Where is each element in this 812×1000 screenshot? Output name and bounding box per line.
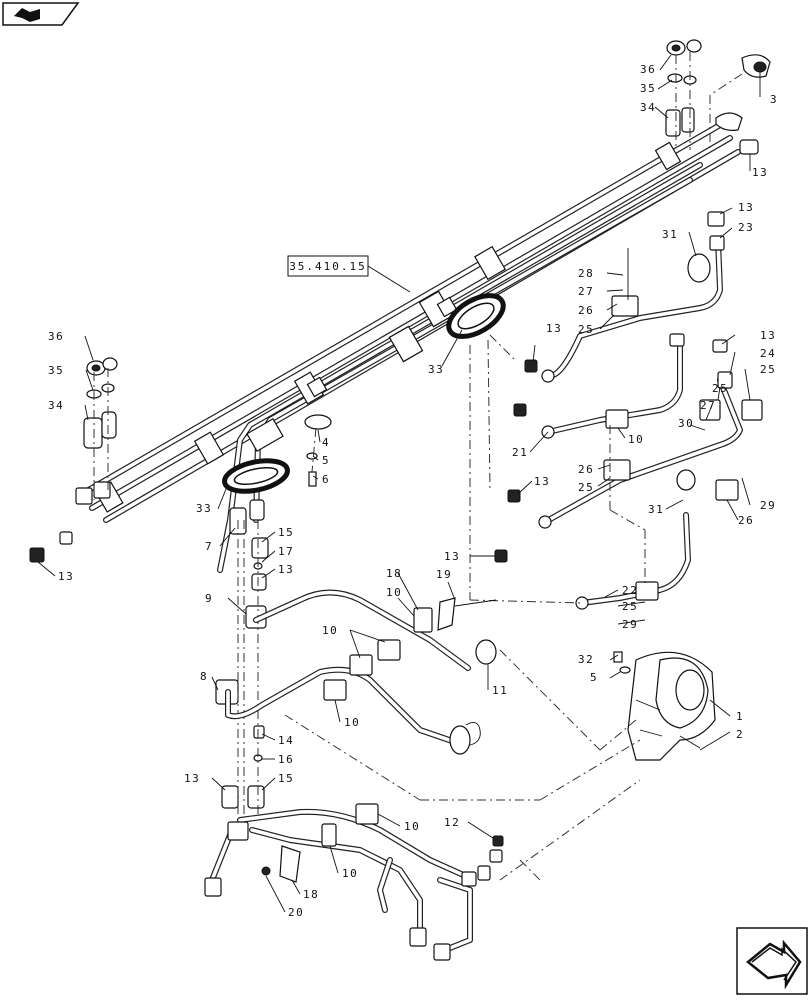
callout-10: 10	[322, 624, 338, 637]
right-fittings	[494, 211, 763, 610]
bundle-clamps	[94, 141, 682, 513]
washer-bolt	[304, 414, 332, 487]
callout-25: 25	[622, 600, 638, 613]
leader-lines	[37, 54, 761, 913]
callout-34: 34	[640, 101, 656, 114]
callout-36: 36	[640, 63, 656, 76]
callout-10: 10	[344, 716, 360, 729]
callout-5: 5	[590, 671, 598, 684]
callout-36: 36	[48, 330, 64, 343]
callout-2: 2	[736, 728, 744, 741]
callout-11: 11	[492, 684, 508, 697]
callout-10: 10	[628, 433, 644, 446]
callout-12: 12	[444, 816, 460, 829]
callout-35: 35	[48, 364, 64, 377]
callout-30: 30	[678, 417, 694, 430]
callout-13: 13	[546, 322, 562, 335]
callout-35: 35	[640, 82, 656, 95]
callout-13: 13	[534, 475, 550, 488]
callout-33: 33	[196, 502, 212, 515]
callout-23: 23	[738, 221, 754, 234]
callout-15: 15	[278, 526, 294, 539]
left-fittings	[29, 357, 118, 563]
callout-32: 32	[578, 653, 594, 666]
right-tubes	[542, 237, 743, 606]
callout-13: 13	[278, 563, 294, 576]
grommets	[222, 293, 506, 494]
callout-25: 25	[578, 481, 594, 494]
callout-22: 22	[622, 584, 638, 597]
callout-18: 18	[386, 567, 402, 580]
callout-25: 25	[578, 323, 594, 336]
callout-16: 16	[278, 753, 294, 766]
callout-29: 29	[622, 618, 638, 631]
callout-27: 27	[578, 285, 594, 298]
callout-3: 3	[770, 93, 778, 106]
next-page-arrow-icon[interactable]	[736, 927, 808, 995]
callout-8: 8	[200, 670, 208, 683]
bottom-tube-cluster	[204, 803, 504, 961]
callout-labels: 36 35 34 3 13 13 23 31 28 27 26 25 13 33…	[48, 63, 778, 919]
callout-6: 6	[322, 473, 330, 486]
callout-28: 28	[578, 267, 594, 280]
callout-26: 26	[738, 514, 754, 527]
callout-34: 34	[48, 399, 64, 412]
callout-17: 17	[278, 545, 294, 558]
callout-13: 13	[58, 570, 74, 583]
callout-1: 1	[736, 710, 744, 723]
callout-15: 15	[278, 772, 294, 785]
callout-26: 26	[578, 304, 594, 317]
callout-9: 9	[205, 592, 213, 605]
callout-31: 31	[662, 228, 678, 241]
callout-13: 13	[444, 550, 460, 563]
callout-24: 24	[760, 347, 776, 360]
callout-27: 27	[700, 399, 716, 412]
callout-13: 13	[760, 329, 776, 342]
callout-33: 33	[428, 363, 444, 376]
book-icon[interactable]	[2, 2, 80, 26]
callout-21: 21	[512, 446, 528, 459]
callout-19: 19	[436, 568, 452, 581]
reference-label-text: 35.410.15	[289, 260, 367, 273]
callout-31: 31	[648, 503, 664, 516]
callout-13: 13	[184, 772, 200, 785]
callout-29: 29	[760, 499, 776, 512]
callout-14: 14	[278, 734, 294, 747]
callout-26: 26	[578, 463, 594, 476]
callout-10: 10	[342, 867, 358, 880]
callout-10: 10	[386, 586, 402, 599]
callout-7: 7	[205, 540, 213, 553]
callout-18: 18	[303, 888, 319, 901]
callout-13: 13	[752, 166, 768, 179]
reference-label[interactable]: 35.410.15	[287, 255, 411, 293]
callout-5: 5	[322, 454, 330, 467]
middle-tubes	[225, 589, 497, 755]
callout-10: 10	[404, 820, 420, 833]
callout-13: 13	[738, 201, 754, 214]
callout-20: 20	[288, 906, 304, 919]
pump-housing	[613, 651, 716, 761]
callout-4: 4	[322, 436, 330, 449]
callout-25: 25	[760, 363, 776, 376]
top-right-fittings	[665, 39, 771, 155]
callout-25: 25	[712, 382, 728, 395]
